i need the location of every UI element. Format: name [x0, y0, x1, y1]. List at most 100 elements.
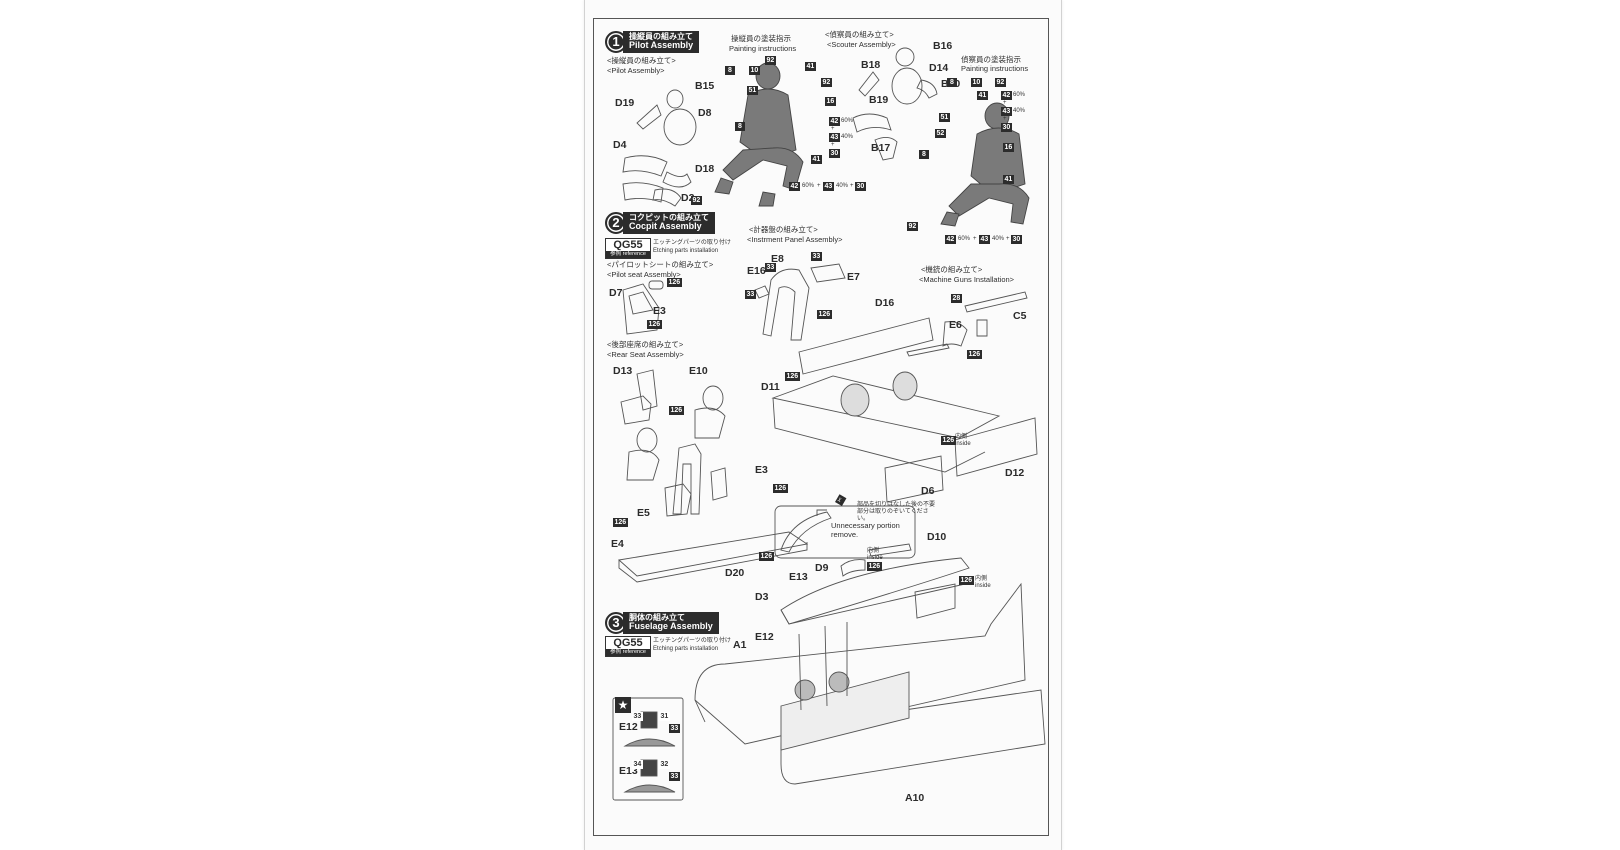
pilot-assembly-en: <Pilot Assembly>: [607, 66, 665, 75]
machine-guns-ja: <機銃の組み立て>: [921, 265, 983, 274]
pilot-paint-en: Painting instructions: [729, 44, 797, 53]
percent-label: 60%: [841, 118, 854, 124]
part-label: D19: [615, 97, 635, 109]
scouter-assembly-ja: <偵察員の組み立て>: [825, 30, 894, 39]
qg-desc-en: Etching parts installation: [653, 646, 719, 652]
qg-desc-ja: エッチングパーツの取り付け: [653, 240, 731, 246]
inside-ja: 内側: [955, 434, 968, 440]
part-label: E16: [747, 265, 766, 277]
scouter-paint-ja: 偵察員の塗装指示: [961, 55, 1021, 64]
decal-label-e12: E12: [619, 721, 638, 733]
part-label: D10: [927, 531, 947, 543]
paint-number: 30: [855, 182, 866, 191]
plus-sign: +: [831, 126, 835, 132]
plus-sign: +: [973, 236, 977, 242]
assembly-line-art: [612, 47, 1046, 801]
step-1-title-en: Pilot Assembly: [629, 40, 694, 51]
inside-en: inside: [975, 583, 991, 589]
pilot-parts-drawing: [622, 89, 697, 207]
qg-desc-ja: エッチングパーツの取り付け: [653, 638, 731, 644]
rear-seat-en: <Rear Seat Assembly>: [607, 350, 684, 359]
paint-number: 16: [825, 97, 836, 106]
paint-number: 41: [1003, 175, 1014, 184]
paint-number: 41: [805, 62, 816, 71]
plus-sign: +: [1006, 236, 1010, 242]
paint-number: 43: [829, 133, 840, 142]
pilot-seat-en: <Pilot seat Assembly>: [607, 270, 681, 279]
inside-en: inside: [867, 555, 883, 561]
paint-number: 42: [945, 235, 956, 244]
step-1-title: 操縦員の組み立て Pilot Assembly: [623, 31, 700, 53]
paint-number: 126: [669, 406, 684, 415]
removal-note-ja: 部品を切りはなした後の不要部分は取りのぞいてください。: [857, 502, 936, 522]
part-label: E8: [771, 253, 784, 265]
paint-number: 30: [1001, 123, 1012, 132]
qg-ref: 参照 reference: [606, 251, 650, 258]
scouter-paint-en: Painting instructions: [961, 64, 1029, 73]
step-1-title-ja: 操縦員の組み立て: [629, 32, 693, 42]
paint-number: 126: [941, 436, 956, 445]
pilot-seat-drawing: [622, 280, 664, 335]
step-2-title: コクピットの組み立て Cocpit Assembly: [623, 212, 715, 234]
part-label: D6: [921, 485, 935, 497]
pilot-paint-ja: 操縦員の塗装指示: [731, 34, 791, 43]
part-label: E3: [755, 464, 768, 476]
pilot-assembly-ja: <操縦員の組み立て>: [607, 56, 676, 65]
step-3-title-en: Fuselage Assembly: [629, 621, 713, 632]
step-3-header: 3 胴体の組み立て Fuselage Assembly: [605, 612, 719, 634]
paint-number: 92: [995, 78, 1006, 87]
part-label: B15: [695, 80, 715, 92]
part-label: B16: [933, 40, 953, 52]
paint-number: 52: [935, 129, 946, 138]
part-label: D20: [725, 567, 745, 579]
paint-number: 33: [669, 772, 680, 781]
removal-box-drawing: [774, 505, 916, 559]
qg-desc-en: Etching parts installation: [653, 248, 719, 254]
part-label: D13: [613, 365, 633, 377]
part-label: D8: [698, 107, 712, 119]
paint-number: 31: [659, 712, 670, 721]
instruction-page: 1 操縦員の組み立て Pilot Assembly <操縦員の組み立て> <Pi…: [584, 0, 1062, 850]
paint-number: 126: [817, 310, 832, 319]
page-frame: [593, 18, 1049, 836]
paint-number: 33: [765, 263, 776, 272]
instrument-panel-ja: <計器盤の組み立て>: [749, 225, 818, 234]
paint-number: 10: [971, 78, 982, 87]
paint-number: 51: [939, 113, 950, 122]
paint-number: 92: [821, 78, 832, 87]
step-3-title-ja: 胴体の組み立て: [629, 613, 685, 623]
percent-label: 40%: [841, 134, 854, 140]
fuselage-upper-drawing: [780, 543, 970, 625]
part-label: D4: [613, 139, 627, 151]
paint-number: 42: [829, 117, 840, 126]
paint-number: 33: [811, 252, 822, 261]
paint-number: 34: [632, 760, 643, 769]
step-2-title-en: Cocpit Assembly: [629, 221, 702, 232]
percent-label: 60%: [802, 183, 815, 189]
paint-number: 126: [959, 576, 974, 585]
cockpit-floor-drawing: [771, 317, 1038, 503]
paint-number: 51: [747, 86, 758, 95]
removal-note-en-1: Unnecessary portion: [831, 521, 900, 530]
paint-number: 8: [725, 66, 735, 75]
qg-ref: 参照 reference: [606, 649, 650, 656]
part-label: A10: [905, 792, 925, 804]
part-label: D18: [695, 163, 715, 175]
paint-number: 92: [907, 222, 918, 231]
paint-number: 43: [1001, 107, 1012, 116]
star-icon: ★: [615, 697, 631, 713]
percent-label: 40%: [836, 183, 849, 189]
machine-gun-drawing: [942, 291, 1028, 347]
percent-label: 40%: [992, 236, 1005, 242]
inside-ja: 内側: [867, 548, 880, 554]
paint-number: 28: [951, 294, 962, 303]
scouter-figure-drawing: [940, 102, 1030, 227]
part-label: E5: [637, 507, 650, 519]
qg-code: QG55: [613, 239, 643, 251]
paint-number: 43: [979, 235, 990, 244]
removal-note-en-2: remove.: [831, 530, 859, 539]
plus-sign: +: [817, 183, 821, 189]
part-label: E7: [847, 271, 860, 283]
paint-number: 8: [947, 78, 957, 87]
part-label: B18: [861, 59, 881, 71]
